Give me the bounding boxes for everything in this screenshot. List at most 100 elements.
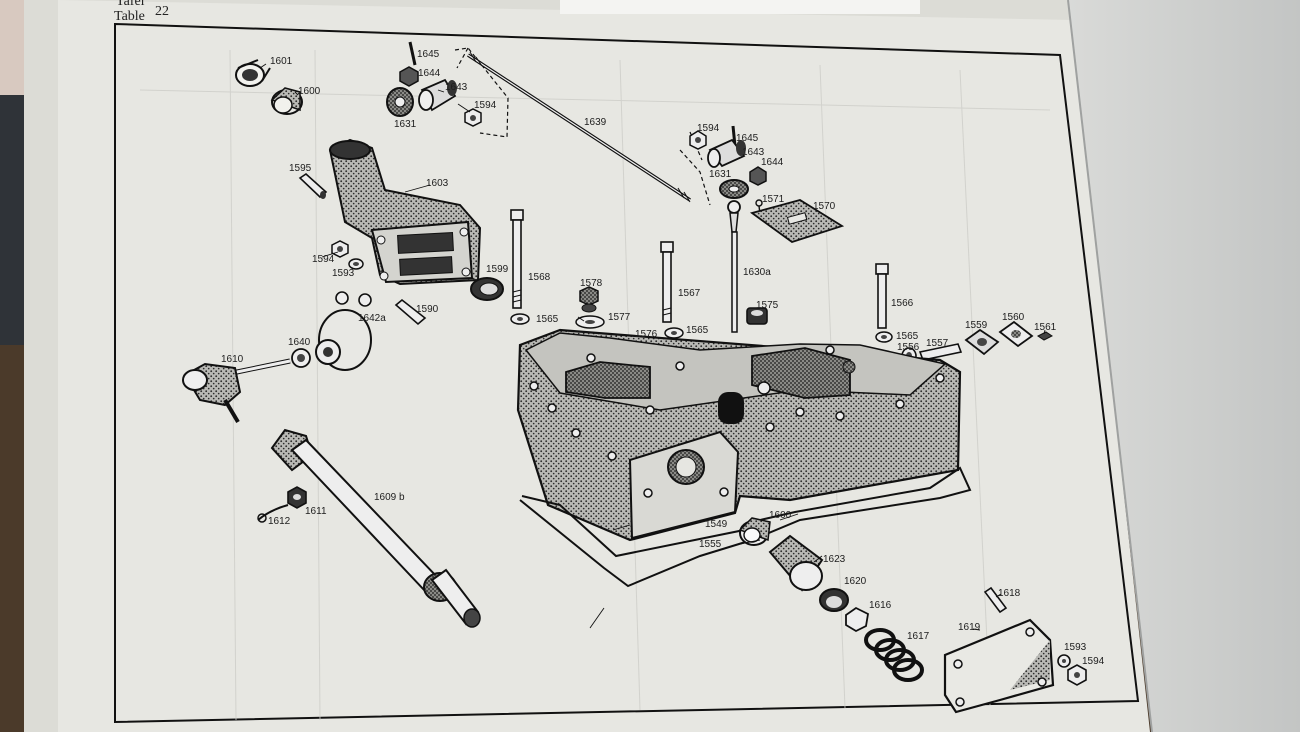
label-1571: 1571 bbox=[762, 194, 785, 205]
label-1549: 1549 bbox=[705, 519, 728, 530]
label-1559: 1559 bbox=[965, 320, 988, 331]
part-1644-nut-b bbox=[749, 166, 767, 186]
label-1561: 1561 bbox=[1034, 322, 1057, 333]
label-1578: 1578 bbox=[580, 278, 603, 289]
part-1570-plate bbox=[749, 199, 845, 243]
label-1612: 1612 bbox=[268, 516, 291, 527]
part-1631-boot-b bbox=[719, 179, 749, 199]
header-table-number: 22 bbox=[155, 4, 169, 19]
label-1643-b: 1643 bbox=[742, 147, 765, 158]
part-1595-pin bbox=[298, 172, 328, 199]
top-white-card bbox=[560, 0, 920, 14]
part-1549-main-housing bbox=[516, 328, 962, 542]
label-1631-b: 1631 bbox=[709, 169, 732, 180]
label-1568: 1568 bbox=[528, 272, 551, 283]
label-1643-a: 1643 bbox=[445, 82, 468, 93]
part-1568-bolt bbox=[510, 209, 524, 309]
part-1600-needle-bearing-b bbox=[738, 517, 771, 546]
part-1567-bolt bbox=[660, 241, 674, 323]
part-1555-gasket bbox=[519, 466, 972, 588]
part-1618-stud bbox=[983, 586, 1008, 614]
label-1593-b: 1593 bbox=[1064, 642, 1087, 653]
part-1617-spring bbox=[864, 628, 924, 682]
part-1623-bushing bbox=[768, 534, 824, 592]
part-1594-nut-d bbox=[1067, 664, 1087, 686]
part-1643-balljoint bbox=[418, 78, 457, 112]
label-1611: 1611 bbox=[305, 506, 327, 517]
header-word-de: Tafel bbox=[116, 0, 145, 9]
part-1559-gasket bbox=[964, 328, 1000, 356]
label-1570: 1570 bbox=[813, 201, 836, 212]
label-1576: 1576 bbox=[635, 329, 658, 340]
part-1631-boot bbox=[386, 87, 414, 117]
part-1578-plug bbox=[579, 286, 599, 313]
label-1600-a: 1600 bbox=[298, 86, 321, 97]
label-1565-b: 1565 bbox=[686, 325, 709, 336]
label-1565-c: 1565 bbox=[896, 331, 919, 342]
label-1616: 1616 bbox=[869, 600, 892, 611]
part-1557-shaft bbox=[918, 343, 963, 361]
label-1642a: 1642a bbox=[358, 313, 386, 324]
label-1600-b: 1600 bbox=[769, 510, 792, 521]
leader-lines bbox=[259, 63, 1046, 631]
part-1600-needle-bearing bbox=[270, 87, 303, 115]
part-1590-stud bbox=[394, 298, 427, 326]
part-1620-ring bbox=[819, 588, 849, 612]
part-1639-rod bbox=[467, 51, 691, 203]
label-1567: 1567 bbox=[678, 288, 701, 299]
label-1639: 1639 bbox=[584, 117, 607, 128]
part-1599-seal bbox=[470, 277, 504, 301]
label-1617: 1617 bbox=[907, 631, 930, 642]
part-1619-cover bbox=[943, 618, 1055, 714]
part-1612-cotter-pin bbox=[257, 504, 289, 523]
label-1644-a: 1644 bbox=[418, 68, 441, 79]
label-1645-a: 1645 bbox=[417, 49, 440, 60]
label-1595: 1595 bbox=[289, 163, 312, 174]
label-1555: 1555 bbox=[699, 539, 722, 550]
wall-left bbox=[0, 95, 24, 345]
part-1561-screw bbox=[1037, 331, 1053, 341]
label-1594-b: 1594 bbox=[697, 123, 720, 134]
label-1577: 1577 bbox=[608, 312, 631, 323]
diagram-frame bbox=[114, 22, 1140, 724]
part-1565-washer-b bbox=[664, 327, 684, 339]
label-1601: 1601 bbox=[270, 56, 293, 67]
label-1630a: 1630a bbox=[743, 267, 771, 278]
part-1616-spring-seat bbox=[845, 606, 869, 633]
label-1603: 1603 bbox=[426, 178, 449, 189]
part-labels: 1601 1600 1645 1644 1643 1631 1594 1639 … bbox=[221, 49, 1105, 667]
label-1599: 1599 bbox=[486, 264, 509, 275]
part-1640-bushing bbox=[291, 348, 311, 368]
part-1565-washer-c bbox=[875, 331, 893, 343]
label-1618: 1618 bbox=[998, 588, 1021, 599]
part-1609b-shaft bbox=[270, 428, 481, 628]
part-1630a-control-rod bbox=[727, 200, 741, 333]
part-1610-tie-rod-end bbox=[182, 358, 291, 424]
part-1594-nut-a bbox=[464, 108, 482, 127]
label-1609b: 1609 b bbox=[374, 492, 405, 503]
label-1566: 1566 bbox=[891, 298, 914, 309]
part-1645-pin bbox=[408, 41, 417, 66]
label-1556: 1556 bbox=[897, 342, 920, 353]
label-1619: 1619 bbox=[958, 622, 981, 633]
label-1594-d: 1594 bbox=[1082, 656, 1105, 667]
part-1593-washer-b bbox=[1057, 654, 1071, 668]
part-1565-washer-a bbox=[510, 313, 530, 325]
part-1603-cover-housing bbox=[328, 138, 482, 286]
part-1594-nut-b bbox=[689, 130, 707, 150]
label-1594-a: 1594 bbox=[474, 100, 497, 111]
label-1590: 1590 bbox=[416, 304, 439, 315]
part-1566-bolt bbox=[875, 263, 889, 329]
dashed-assembly-box-left bbox=[454, 47, 509, 138]
label-1593-a: 1593 bbox=[332, 268, 355, 279]
header-word-en: Table bbox=[114, 9, 145, 24]
label-1631-a: 1631 bbox=[394, 119, 417, 130]
part-1593-washer-a bbox=[348, 258, 364, 270]
label-1610: 1610 bbox=[221, 354, 244, 365]
label-1594-c: 1594 bbox=[312, 254, 335, 265]
part-1644-nut bbox=[399, 66, 419, 87]
label-1557: 1557 bbox=[926, 338, 949, 349]
part-1611-castle-nut bbox=[287, 486, 307, 509]
label-1575: 1575 bbox=[756, 300, 779, 311]
